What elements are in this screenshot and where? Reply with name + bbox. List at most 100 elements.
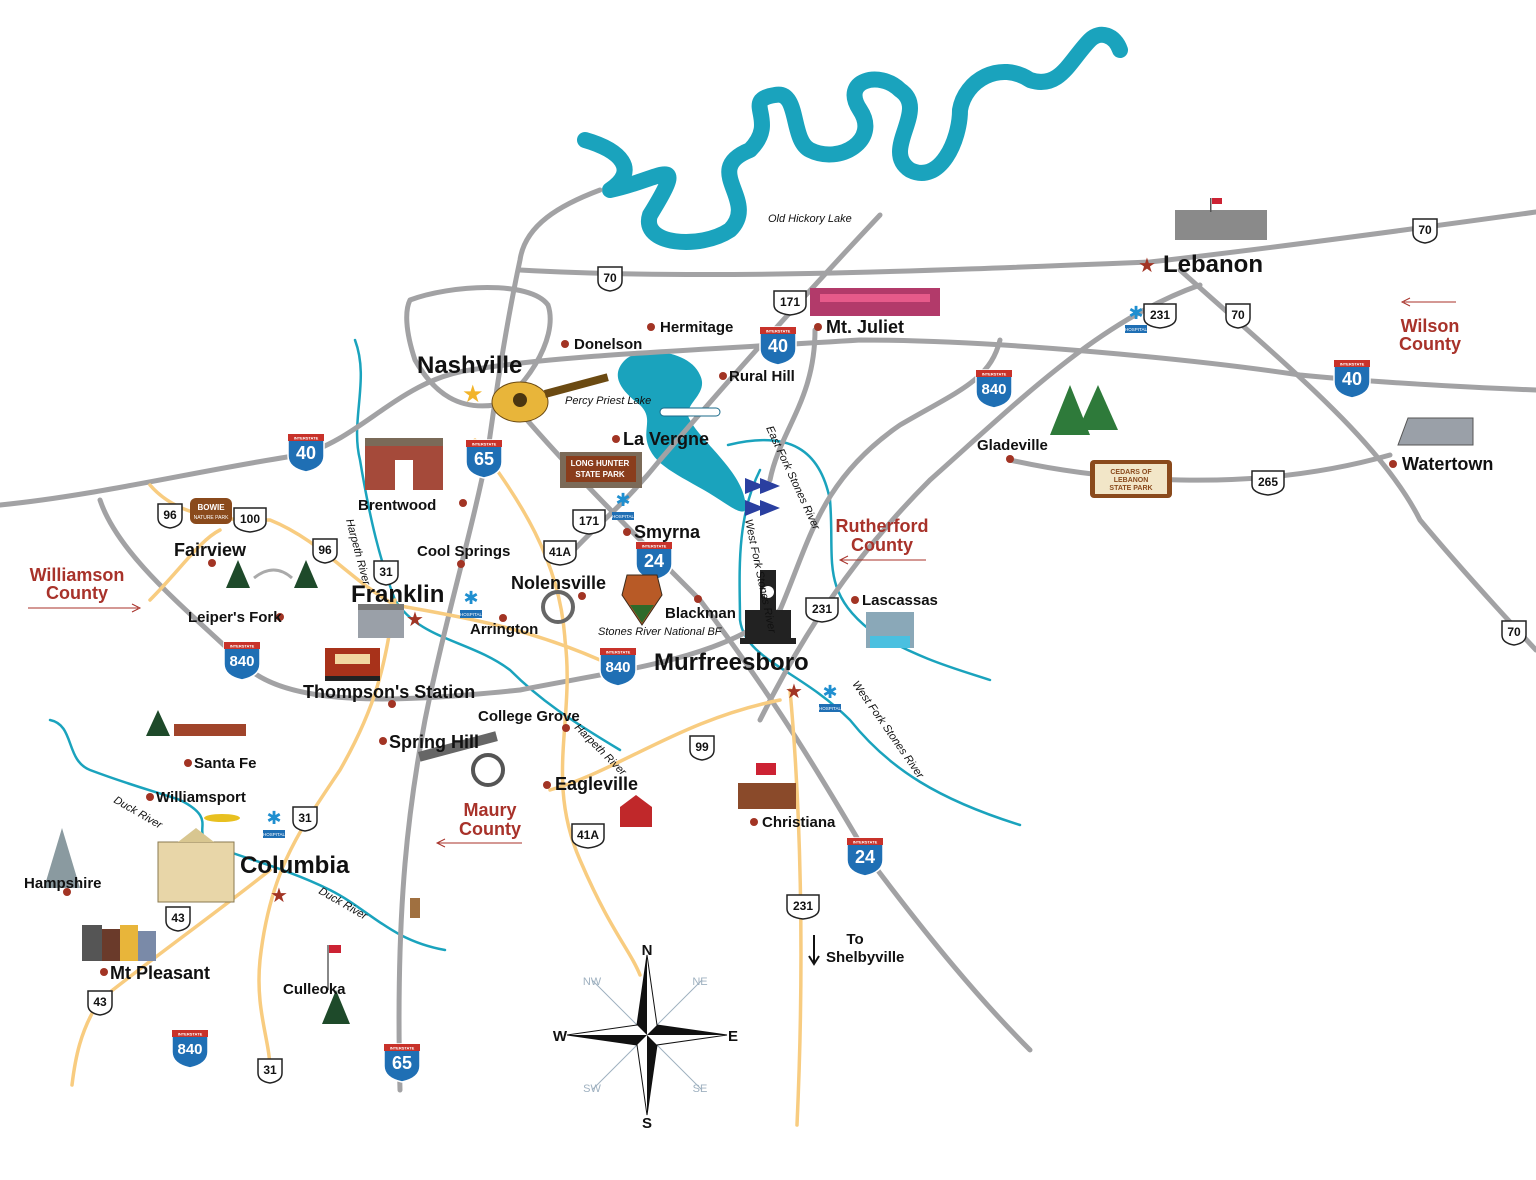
route-shield-41a: 41A <box>543 540 577 566</box>
train-icon <box>1397 417 1474 446</box>
svg-text:HOSPITAL: HOSPITAL <box>612 514 634 519</box>
stones-river-label: Stones River National BF <box>598 626 723 638</box>
i24-road <box>507 397 1033 1053</box>
city-thompsons-station: Thompson's Station <box>303 682 475 702</box>
hospital-icon: ✱HOSPITAL <box>1125 303 1147 333</box>
route-shield-70: 70 <box>1225 303 1251 329</box>
svg-text:24: 24 <box>644 551 664 571</box>
interstate-label: INTERSTATE <box>606 650 631 655</box>
city-culleoka: Culleoka <box>283 981 346 998</box>
r99-road <box>548 698 782 792</box>
barn-icon <box>620 795 652 827</box>
fairview-road <box>148 528 222 602</box>
route-shield-231: 231 <box>786 894 820 920</box>
city-lebanon: Lebanon <box>1163 251 1263 278</box>
route-shield-shape <box>157 503 183 529</box>
route-shield-shape <box>597 266 623 292</box>
interstate-shield-shape <box>383 1043 421 1083</box>
courthouse-columbia-icon <box>157 828 235 903</box>
hospital-icon: ✱HOSPITAL <box>612 490 634 520</box>
interstate-label: INTERSTATE <box>178 1032 203 1037</box>
svg-text:31: 31 <box>263 1063 277 1077</box>
hospital-icon: ✱ HOSPITAL <box>460 588 482 618</box>
to-shelbyville-label: To <box>846 931 863 948</box>
medical-star-icon: ✱ <box>463 588 478 608</box>
svg-text:231: 231 <box>812 602 832 616</box>
svg-text:40: 40 <box>296 443 316 463</box>
city-santa-fe: Santa Fe <box>194 755 257 772</box>
duck-river <box>48 718 447 952</box>
dam-icon <box>866 612 914 648</box>
route-shield-shape <box>373 560 399 586</box>
r231-south-road <box>788 688 803 1127</box>
route-shield-99: 99 <box>689 735 715 761</box>
svg-text:41A: 41A <box>577 828 599 842</box>
medical-star-icon: ✱ <box>266 808 281 828</box>
svg-text:231: 231 <box>793 899 813 913</box>
svg-text:BOWIE: BOWIE <box>197 503 225 512</box>
svg-text:840: 840 <box>981 381 1006 398</box>
svg-text:43: 43 <box>171 911 185 925</box>
interstate-shield-band <box>1334 360 1370 367</box>
route-shield-shape <box>1225 303 1251 329</box>
city-donelson: Donelson <box>574 336 642 353</box>
compass-nw: NW <box>583 976 602 988</box>
city-columbia: Columbia <box>240 852 350 879</box>
svg-text:43: 43 <box>93 995 107 1009</box>
route-shield-96: 96 <box>312 538 338 564</box>
city-murfreesboro: Murfreesboro <box>654 649 809 676</box>
route-shield-shape <box>233 507 267 533</box>
route-shield-43: 43 <box>165 906 191 932</box>
city-arrington: Arrington <box>470 621 538 638</box>
route-shield-171: 171 <box>773 290 807 316</box>
svg-text:265: 265 <box>1258 475 1278 489</box>
west-fork-stones-river-label: West Fork Stones River <box>850 679 927 782</box>
hospital-badge <box>1125 325 1147 333</box>
city-leipers-fork: Leiper's Fork <box>188 609 282 626</box>
pine-tree-icon <box>44 828 80 888</box>
city-hermitage: Hermitage <box>660 319 733 336</box>
svg-text:840: 840 <box>229 653 254 670</box>
county-rutherford: Rutherford <box>836 516 929 536</box>
interstate-shield-shape <box>223 641 261 681</box>
city-gladeville: Gladeville <box>977 437 1048 454</box>
compass-se: SE <box>693 1083 708 1095</box>
county-rutherford: County <box>851 535 913 555</box>
cannon-icon <box>418 731 505 787</box>
interstate-label: INTERSTATE <box>642 544 667 549</box>
city-watertown: Watertown <box>1402 454 1493 474</box>
city-mt-juliet: Mt. Juliet <box>826 317 904 337</box>
interstate-label: INTERSTATE <box>390 1046 415 1051</box>
svg-text:40: 40 <box>1342 369 1362 389</box>
route-shield-31: 31 <box>292 806 318 832</box>
svg-text:65: 65 <box>474 449 494 469</box>
svg-text:STATE PARK: STATE PARK <box>575 470 625 479</box>
r41a-road <box>473 438 642 977</box>
svg-text:70: 70 <box>1231 308 1245 322</box>
city-franklin: Franklin <box>351 581 444 608</box>
svg-text:HOSPITAL: HOSPITAL <box>460 612 482 617</box>
interstate-shield-shape <box>171 1029 209 1069</box>
svg-text:40: 40 <box>768 336 788 356</box>
guitar-icon <box>491 373 609 423</box>
star-icon: ★ <box>406 609 424 631</box>
hospital-markers: ✱HOSPITAL ✱HOSPITAL ✱HOSPITAL ✱HOSPITAL … <box>263 303 1147 838</box>
svg-text:231: 231 <box>1150 308 1170 322</box>
compass-ne: NE <box>692 976 707 988</box>
courthouse-icon <box>740 570 796 644</box>
route-shield-96: 96 <box>157 503 183 529</box>
county-maury: Maury <box>463 800 516 820</box>
interstate-shield-band <box>172 1030 208 1037</box>
wheel-icon <box>541 590 575 624</box>
svg-text:HOSPITAL: HOSPITAL <box>819 706 841 711</box>
us70-road <box>517 209 1536 278</box>
compass-e: E <box>728 1028 738 1045</box>
i40-road <box>0 337 1536 508</box>
water-features <box>48 26 1128 952</box>
svg-text:24: 24 <box>855 847 875 867</box>
